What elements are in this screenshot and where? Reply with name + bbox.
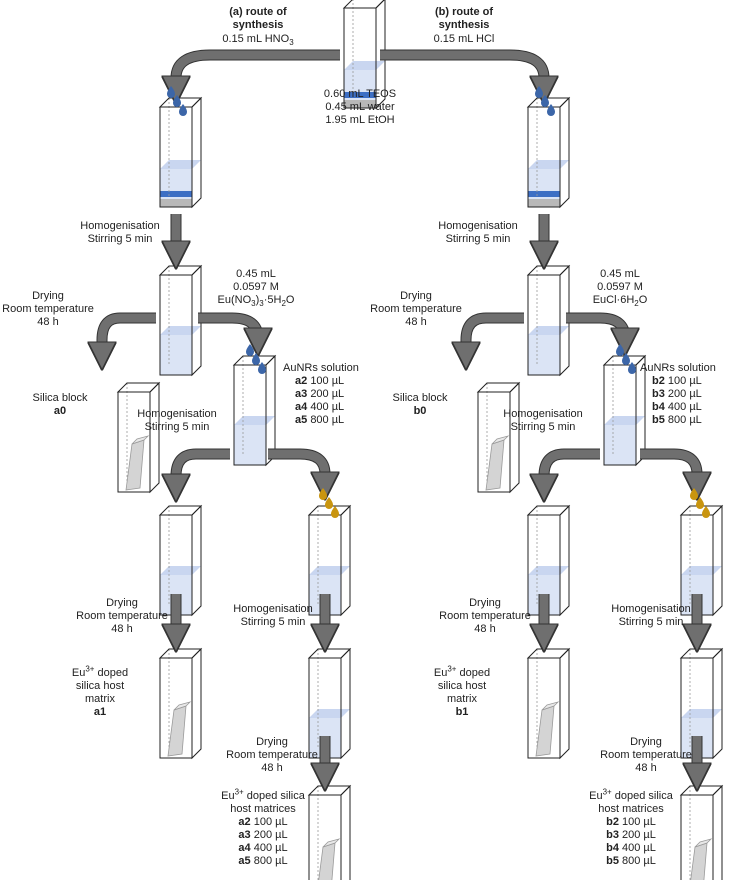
doped-b1-cuvette — [526, 647, 571, 760]
drops-b-1 — [535, 86, 555, 116]
arrow-b-eu-add — [566, 312, 625, 342]
route-b-cuvette-3 — [602, 354, 647, 467]
doped-b-matrices-cuvette — [679, 784, 724, 880]
arrow-start-to-b — [380, 49, 544, 90]
drops-b-gold — [690, 488, 710, 518]
arrow-b-drying-1 — [466, 312, 524, 356]
arrow-a-split-left — [176, 448, 230, 488]
drops-a-aunrs — [246, 344, 266, 374]
arrow-b-split-left — [544, 448, 600, 488]
doped-matrices-a-label: Eu3+ doped silica host matrices a2 100 µ… — [221, 787, 305, 867]
silica-block-b0 — [476, 381, 521, 494]
drops-a-gold — [319, 488, 339, 518]
arrow-b-split-right — [640, 448, 697, 486]
route-a-acid: 0.15 mL HNO3 — [222, 33, 294, 48]
arrow-a-split-right — [268, 448, 325, 486]
doped-a1-cuvette — [158, 647, 203, 760]
aunrs-label-a: AuNRs solution a2 100 µL a3 200 µL a4 40… — [283, 362, 359, 426]
route-b-acid: 0.15 mL HCl — [433, 33, 495, 45]
arrow-a-drying-1 — [102, 312, 156, 356]
route-b-cuvette-4 — [526, 504, 571, 617]
drops-b-aunrs — [616, 344, 636, 374]
doped-a-matrices-cuvette — [307, 784, 352, 880]
doped-matrices-b-label: Eu3+ doped silica host matrices b2 100 µ… — [589, 787, 673, 867]
route-a-cuvette-1 — [158, 96, 203, 209]
silica-block-a0 — [116, 381, 161, 494]
route-a-cuvette-3 — [232, 354, 277, 467]
arrow-start-to-a — [176, 49, 340, 90]
aunrs-label-b: AuNRs solution b2 100 µL b3 200 µL b4 40… — [640, 362, 716, 426]
route-a-cuvette-2 — [158, 264, 203, 377]
arrow-a-eu-add — [198, 312, 258, 342]
route-b-cuvette-2 — [526, 264, 571, 377]
start-cuvette — [342, 0, 386, 110]
drops-a-1 — [167, 86, 187, 116]
